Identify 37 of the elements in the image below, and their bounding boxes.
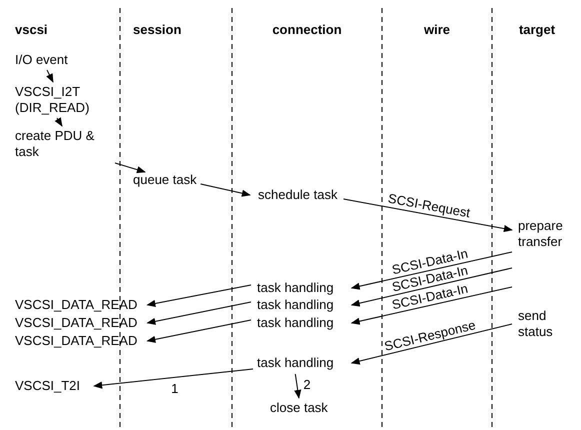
step-text: task handling: [257, 297, 334, 313]
arrow: [114, 162, 146, 174]
edge-label: 1: [171, 382, 178, 396]
step-text: task handling: [257, 355, 334, 371]
arrow: [343, 198, 513, 232]
step-text: VSCSI_T2I: [15, 378, 80, 394]
edge-label: 2: [303, 378, 311, 392]
arrow: [294, 374, 302, 399]
step-text: VSCSI_DATA_READ: [15, 315, 138, 331]
step-text: send status: [518, 308, 570, 340]
arrow: [350, 324, 512, 365]
arrow: [93, 368, 254, 389]
lane-header: connection: [272, 22, 342, 38]
step-text: I/O event: [15, 52, 68, 68]
arrow: [146, 302, 252, 325]
step-text: VSCSI_I2T (DIR_READ): [15, 84, 107, 116]
step-text: prepare transfer: [518, 218, 576, 250]
step-text: schedule task: [258, 187, 338, 203]
arrow: [350, 268, 512, 307]
lane-header: session: [133, 22, 182, 38]
lane-header: vscsi: [15, 22, 48, 38]
arrow: [46, 70, 54, 83]
step-text: task handling: [257, 315, 334, 331]
arrow: [200, 184, 251, 197]
lane-header: wire: [424, 22, 450, 38]
arrow: [350, 286, 512, 325]
arrow: [350, 252, 512, 290]
lane-header: target: [518, 22, 556, 38]
step-text: create PDU & task: [15, 128, 111, 160]
arrow: [146, 320, 252, 343]
step-text: queue task: [133, 172, 197, 188]
step-text: VSCSI_DATA_READ: [15, 297, 138, 313]
step-text: VSCSI_DATA_READ: [15, 333, 138, 349]
step-text: task handling: [257, 280, 334, 296]
arrow: [54, 117, 62, 127]
step-text: close task: [270, 400, 328, 416]
arrow: [146, 284, 252, 307]
